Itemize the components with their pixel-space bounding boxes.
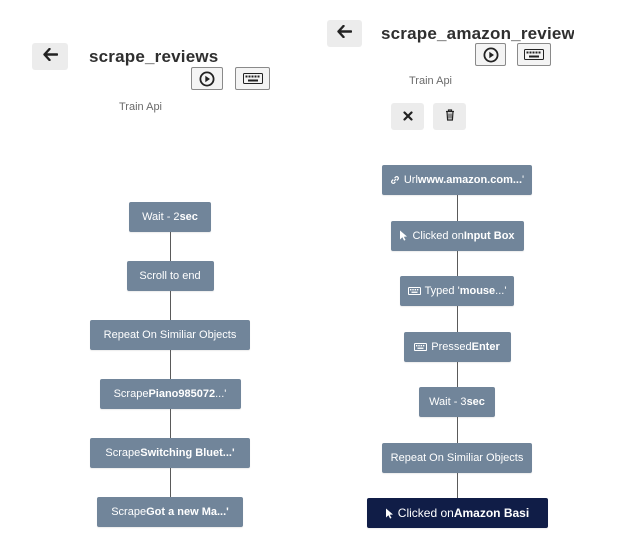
- flow-step-text-bold: Got a new Ma...': [146, 506, 229, 518]
- delete-button[interactable]: [433, 103, 466, 130]
- flow-connector: [170, 232, 171, 261]
- flow-step[interactable]: Repeat On Similiar Objects: [90, 320, 250, 350]
- keyboard-icon: [524, 49, 544, 60]
- flow-step-text-post: ': [522, 174, 525, 186]
- flow-connector: [170, 468, 171, 497]
- keyboard-button[interactable]: [517, 43, 551, 66]
- flow-step-text-bold: mouse: [459, 285, 496, 297]
- flow-connector: [457, 195, 458, 221]
- flow-step-text-post: ...': [215, 388, 227, 400]
- flow-step[interactable]: Scroll to end: [126, 261, 214, 291]
- close-icon: [402, 108, 413, 126]
- flow-title: scrape_reviews: [89, 47, 219, 66]
- arrow-left-icon: [42, 47, 58, 66]
- flow-step-text-pre: Url: [403, 174, 418, 186]
- flow-step-text-bold: Input Box: [463, 229, 515, 242]
- flow-step-text-pre: Scrape: [113, 388, 149, 400]
- keyboard-icon: [414, 342, 428, 351]
- flow-connector: [457, 417, 458, 443]
- play-button[interactable]: [191, 67, 223, 90]
- flow-connector: [457, 250, 458, 276]
- flow-step-text-bold: Switching Bluet...': [140, 447, 235, 459]
- flow-step-active[interactable]: Clicked on Amazon Basi: [366, 498, 548, 528]
- flow-step-text-pre: Scroll to end: [139, 270, 201, 282]
- flow-step[interactable]: Typed 'mouse...': [400, 276, 514, 306]
- back-button[interactable]: [327, 20, 362, 47]
- play-circle-icon: [199, 71, 215, 87]
- flow-step-text-bold: sec: [466, 396, 485, 408]
- flow-step[interactable]: Scrape Piano985072...': [99, 379, 241, 409]
- flow-step-text-pre: Wait - 2: [142, 211, 180, 223]
- right-flow-panel: scrape_amazon_reviews Train Api Url www.…: [320, 0, 641, 554]
- flow-step-text-post: ...': [495, 285, 507, 297]
- flow-step[interactable]: Pressed Enter: [403, 331, 511, 362]
- flow-connector: [457, 306, 458, 332]
- flow-step[interactable]: Scrape Switching Bluet...': [90, 438, 250, 468]
- flow-subtitle: Train Api: [119, 101, 163, 113]
- back-button[interactable]: [32, 43, 68, 70]
- flow-step-text-pre: Scrape: [111, 506, 147, 518]
- flow-step-text-bold: Enter: [471, 340, 500, 353]
- flow-title: scrape_amazon_reviews: [381, 24, 574, 43]
- flow-subtitle: Train Api: [409, 75, 453, 87]
- flow-step-text-bold: Piano985072: [148, 388, 216, 400]
- keyboard-icon: [407, 287, 421, 295]
- flow-connector: [170, 291, 171, 320]
- flow-step[interactable]: Repeat On Similiar Objects: [382, 442, 532, 473]
- flow-step[interactable]: Clicked on Input Box: [390, 220, 524, 251]
- cursor-icon: [399, 230, 408, 241]
- flow-connector: [457, 361, 458, 387]
- play-button[interactable]: [475, 43, 506, 66]
- flow-step-text-pre: Pressed: [431, 340, 472, 353]
- flow-step-text-pre: Repeat On Similiar Objects: [390, 451, 524, 464]
- play-circle-icon: [483, 47, 499, 63]
- flow-step-text-pre: Clicked on: [412, 229, 464, 242]
- flow-connector: [457, 472, 458, 498]
- link-icon: [390, 175, 400, 185]
- trash-icon: [445, 108, 455, 126]
- arrow-left-icon: [337, 24, 353, 43]
- flow-connector: [170, 409, 171, 438]
- flow-step-text-bold: sec: [179, 211, 198, 223]
- flow-step-text-pre: Repeat On Similiar Objects: [103, 329, 237, 341]
- flow-step[interactable]: Scrape Got a new Ma...': [97, 497, 243, 527]
- flow-step-text-pre: Wait - 3: [429, 396, 467, 408]
- close-button[interactable]: [391, 103, 424, 130]
- flow-step-text-pre: Scrape: [105, 447, 141, 459]
- flow-step-text-bold: www.amazon.com...: [417, 174, 523, 186]
- flow-step[interactable]: Url www.amazon.com...': [382, 165, 532, 195]
- flow-step-text-bold: Amazon Basi: [453, 506, 530, 520]
- flow-step-text-pre: Clicked on: [397, 506, 454, 520]
- flow-connector: [170, 350, 171, 379]
- keyboard-button[interactable]: [235, 67, 270, 90]
- keyboard-icon: [242, 73, 263, 84]
- cursor-icon: [385, 508, 394, 519]
- flow-step-text-pre: Typed ': [424, 285, 460, 297]
